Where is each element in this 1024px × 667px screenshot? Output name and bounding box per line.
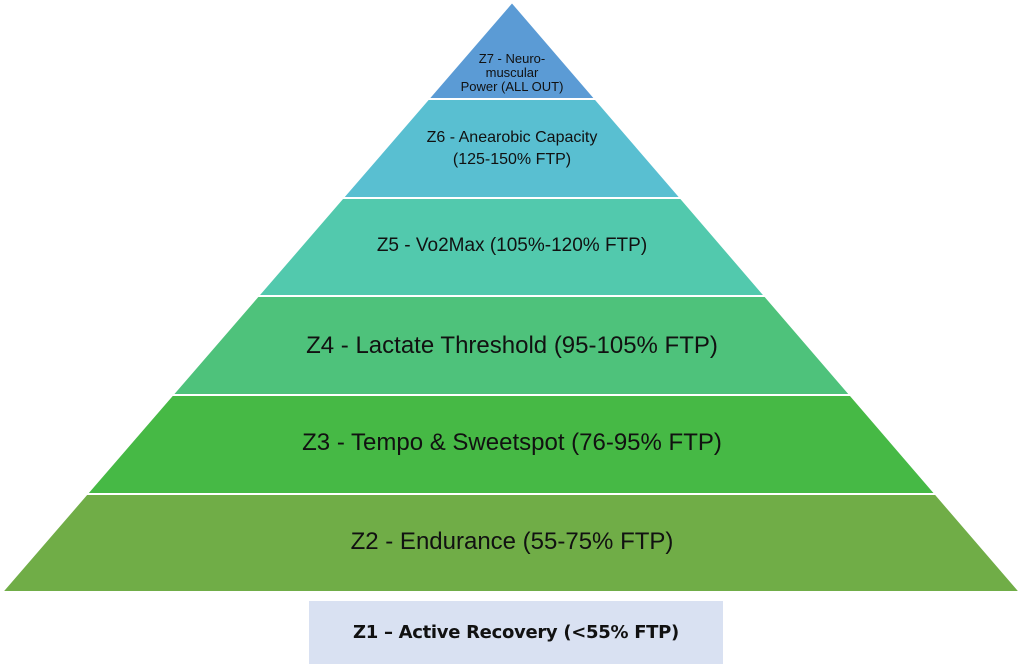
zone-z3-label: Z3 - Tempo & Sweetspot (76-95% FTP) xyxy=(302,429,722,456)
zone-z5-label: Z5 - Vo2Max (105%-120% FTP) xyxy=(376,235,648,256)
zone-z6-label: Z6 - Anearobic Capacity (125-150% FTP) xyxy=(426,129,598,168)
zone-z1-label: Z1 – Active Recovery (<55% FTP) xyxy=(353,622,679,643)
zone-z4-label: Z4 - Lactate Threshold (95-105% FTP) xyxy=(306,332,718,359)
zone-z2-band xyxy=(0,493,1023,593)
zone-z7-label: Z7 - Neuro- muscular Power (ALL OUT) xyxy=(460,51,564,94)
zone-z2-label: Z2 - Endurance (55-75% FTP) xyxy=(350,528,674,555)
training-zone-pyramid xyxy=(0,2,1023,593)
zone-z1-box: Z1 – Active Recovery (<55% FTP) xyxy=(309,601,723,664)
